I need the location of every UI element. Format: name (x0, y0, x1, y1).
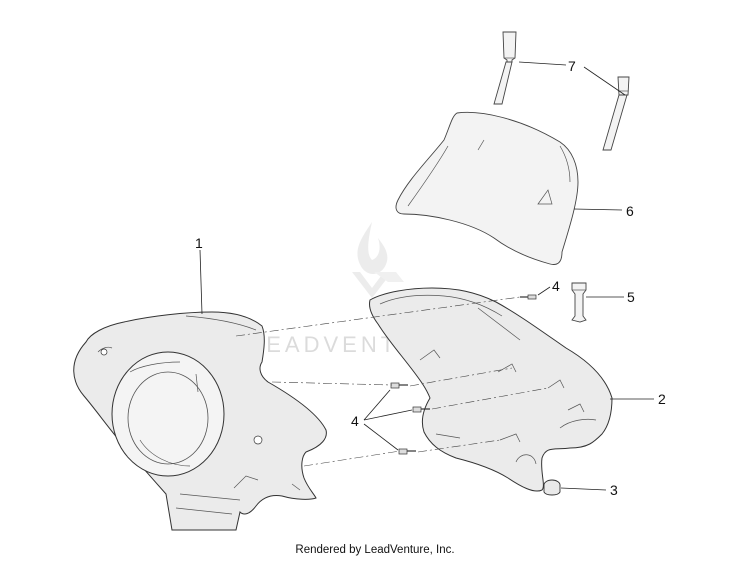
alignment-lines (235, 296, 549, 467)
leader-lines (199, 61, 654, 491)
bolt-right (602, 76, 630, 151)
front-headlight-cover (73, 311, 327, 531)
screw-left-2 (412, 406, 430, 413)
callout-7: 7 (568, 58, 576, 74)
rear-cover (369, 287, 613, 492)
screw-left-1 (390, 382, 408, 389)
sleeve (571, 282, 587, 323)
callout-3: 3 (610, 482, 618, 498)
screw-left-3 (398, 448, 416, 455)
bolt-left (493, 31, 517, 105)
callout-1: 1 (195, 235, 203, 251)
footer-credit: Rendered by LeadVenture, Inc. (295, 544, 455, 556)
callout-2: 2 (658, 391, 666, 407)
callout-4-upper: 4 (552, 278, 560, 294)
callout-4-lower: 4 (351, 413, 359, 429)
windscreen (395, 112, 579, 265)
callout-5: 5 (627, 289, 635, 305)
callout-6: 6 (626, 203, 634, 219)
nut (543, 479, 561, 496)
watermark-logo (352, 222, 404, 298)
screw-upper (520, 294, 537, 300)
